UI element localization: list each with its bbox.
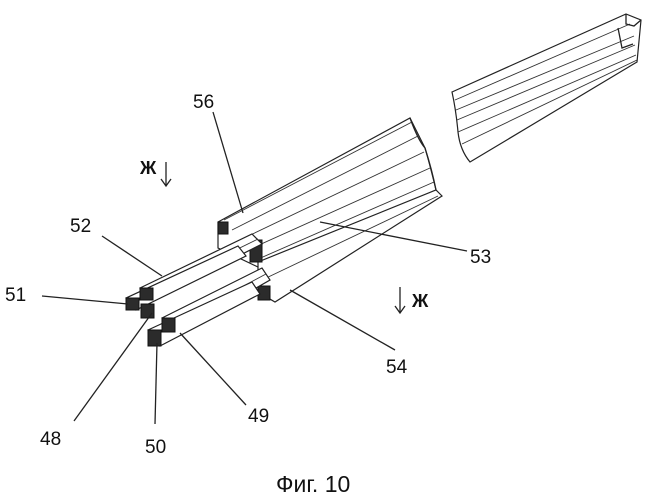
label-54: 54 (386, 357, 408, 378)
label-49: 49 (248, 406, 269, 427)
figure-caption: Фиг. 10 (276, 471, 350, 497)
section-mark-right: Ж (395, 287, 429, 313)
rod-50-end (148, 330, 161, 346)
far-beam-section (452, 14, 641, 162)
section-mark-top: Ж (139, 158, 171, 186)
rod-49-end (162, 318, 175, 332)
rod-bundle (126, 234, 270, 346)
section-mark-top-label: Ж (139, 158, 157, 178)
label-51: 51 (5, 285, 26, 306)
label-50: 50 (145, 437, 166, 458)
label-52: 52 (70, 216, 91, 237)
rod-48-end (141, 304, 154, 318)
label-56: 56 (193, 92, 214, 113)
label-48: 48 (40, 429, 61, 450)
rod-52-end (140, 288, 153, 300)
section-mark-right-label: Ж (411, 291, 429, 311)
label-53: 53 (470, 247, 491, 268)
